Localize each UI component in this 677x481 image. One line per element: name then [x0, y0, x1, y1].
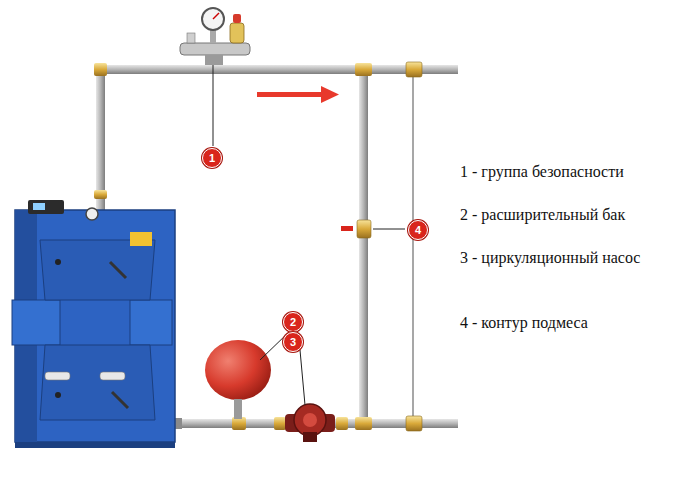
boiler [45, 372, 70, 380]
legend-text: 4 - контур подмеса [460, 312, 665, 334]
pipes [412, 74, 414, 419]
boiler [40, 345, 155, 420]
boiler [15, 442, 175, 448]
boiler [112, 392, 128, 408]
boiler [12, 200, 182, 448]
leader-lines [373, 229, 405, 230]
boiler [110, 262, 126, 278]
boiler [86, 208, 98, 220]
fittings [406, 62, 422, 77]
flow-arrow [257, 92, 323, 97]
fittings [357, 220, 371, 238]
expansion-tank [234, 399, 242, 419]
safety-group [187, 33, 195, 43]
pipes [359, 65, 368, 427]
boiler [55, 259, 61, 265]
safety-group [233, 14, 241, 23]
boiler [40, 240, 155, 300]
fittings [406, 416, 422, 431]
flow-arrow [257, 86, 339, 103]
fittings [336, 417, 348, 430]
safety-group [205, 55, 223, 65]
leader-lines [213, 65, 214, 146]
boiler [55, 392, 61, 398]
fittings [274, 417, 286, 430]
leader-lines [300, 350, 305, 405]
circulation-pump [303, 413, 317, 427]
safety-group [202, 8, 224, 30]
safety-group [230, 23, 244, 43]
safety-group [213, 13, 219, 19]
boiler [100, 372, 125, 380]
callout-text: 3 [290, 336, 296, 348]
safety-group [180, 43, 250, 55]
fittings [94, 190, 107, 199]
legend-text: 3 - циркуляционный насос [460, 247, 665, 269]
callout-text: 4 [415, 224, 421, 236]
boiler [12, 300, 60, 345]
boiler [130, 232, 152, 246]
callout-number: 2 [283, 312, 303, 332]
pipes [96, 65, 458, 74]
circulation-pump [285, 404, 335, 442]
boiler [33, 203, 45, 210]
safety-group [180, 8, 250, 65]
callout-text: 1 [209, 152, 215, 164]
flow-arrow [321, 86, 339, 103]
fittings [341, 226, 353, 231]
callout-number: 3 [283, 332, 303, 352]
pipes [96, 65, 105, 210]
boiler [28, 200, 64, 214]
expansion-tank [205, 340, 271, 400]
expansion-tank [205, 340, 271, 419]
leader-lines [213, 65, 405, 405]
legend-text: 1 - группа безопасности [460, 161, 665, 183]
callout-number: 4 [408, 220, 428, 240]
circulation-pump [303, 432, 317, 442]
boiler [130, 300, 172, 345]
fittings [355, 63, 372, 76]
fittings [94, 63, 107, 76]
callout-number: 1 [202, 148, 222, 168]
legend-text: 2 - расширительный бак [460, 204, 665, 226]
fittings [355, 417, 372, 430]
callout-text: 2 [290, 316, 296, 328]
circulation-pump [294, 404, 326, 436]
